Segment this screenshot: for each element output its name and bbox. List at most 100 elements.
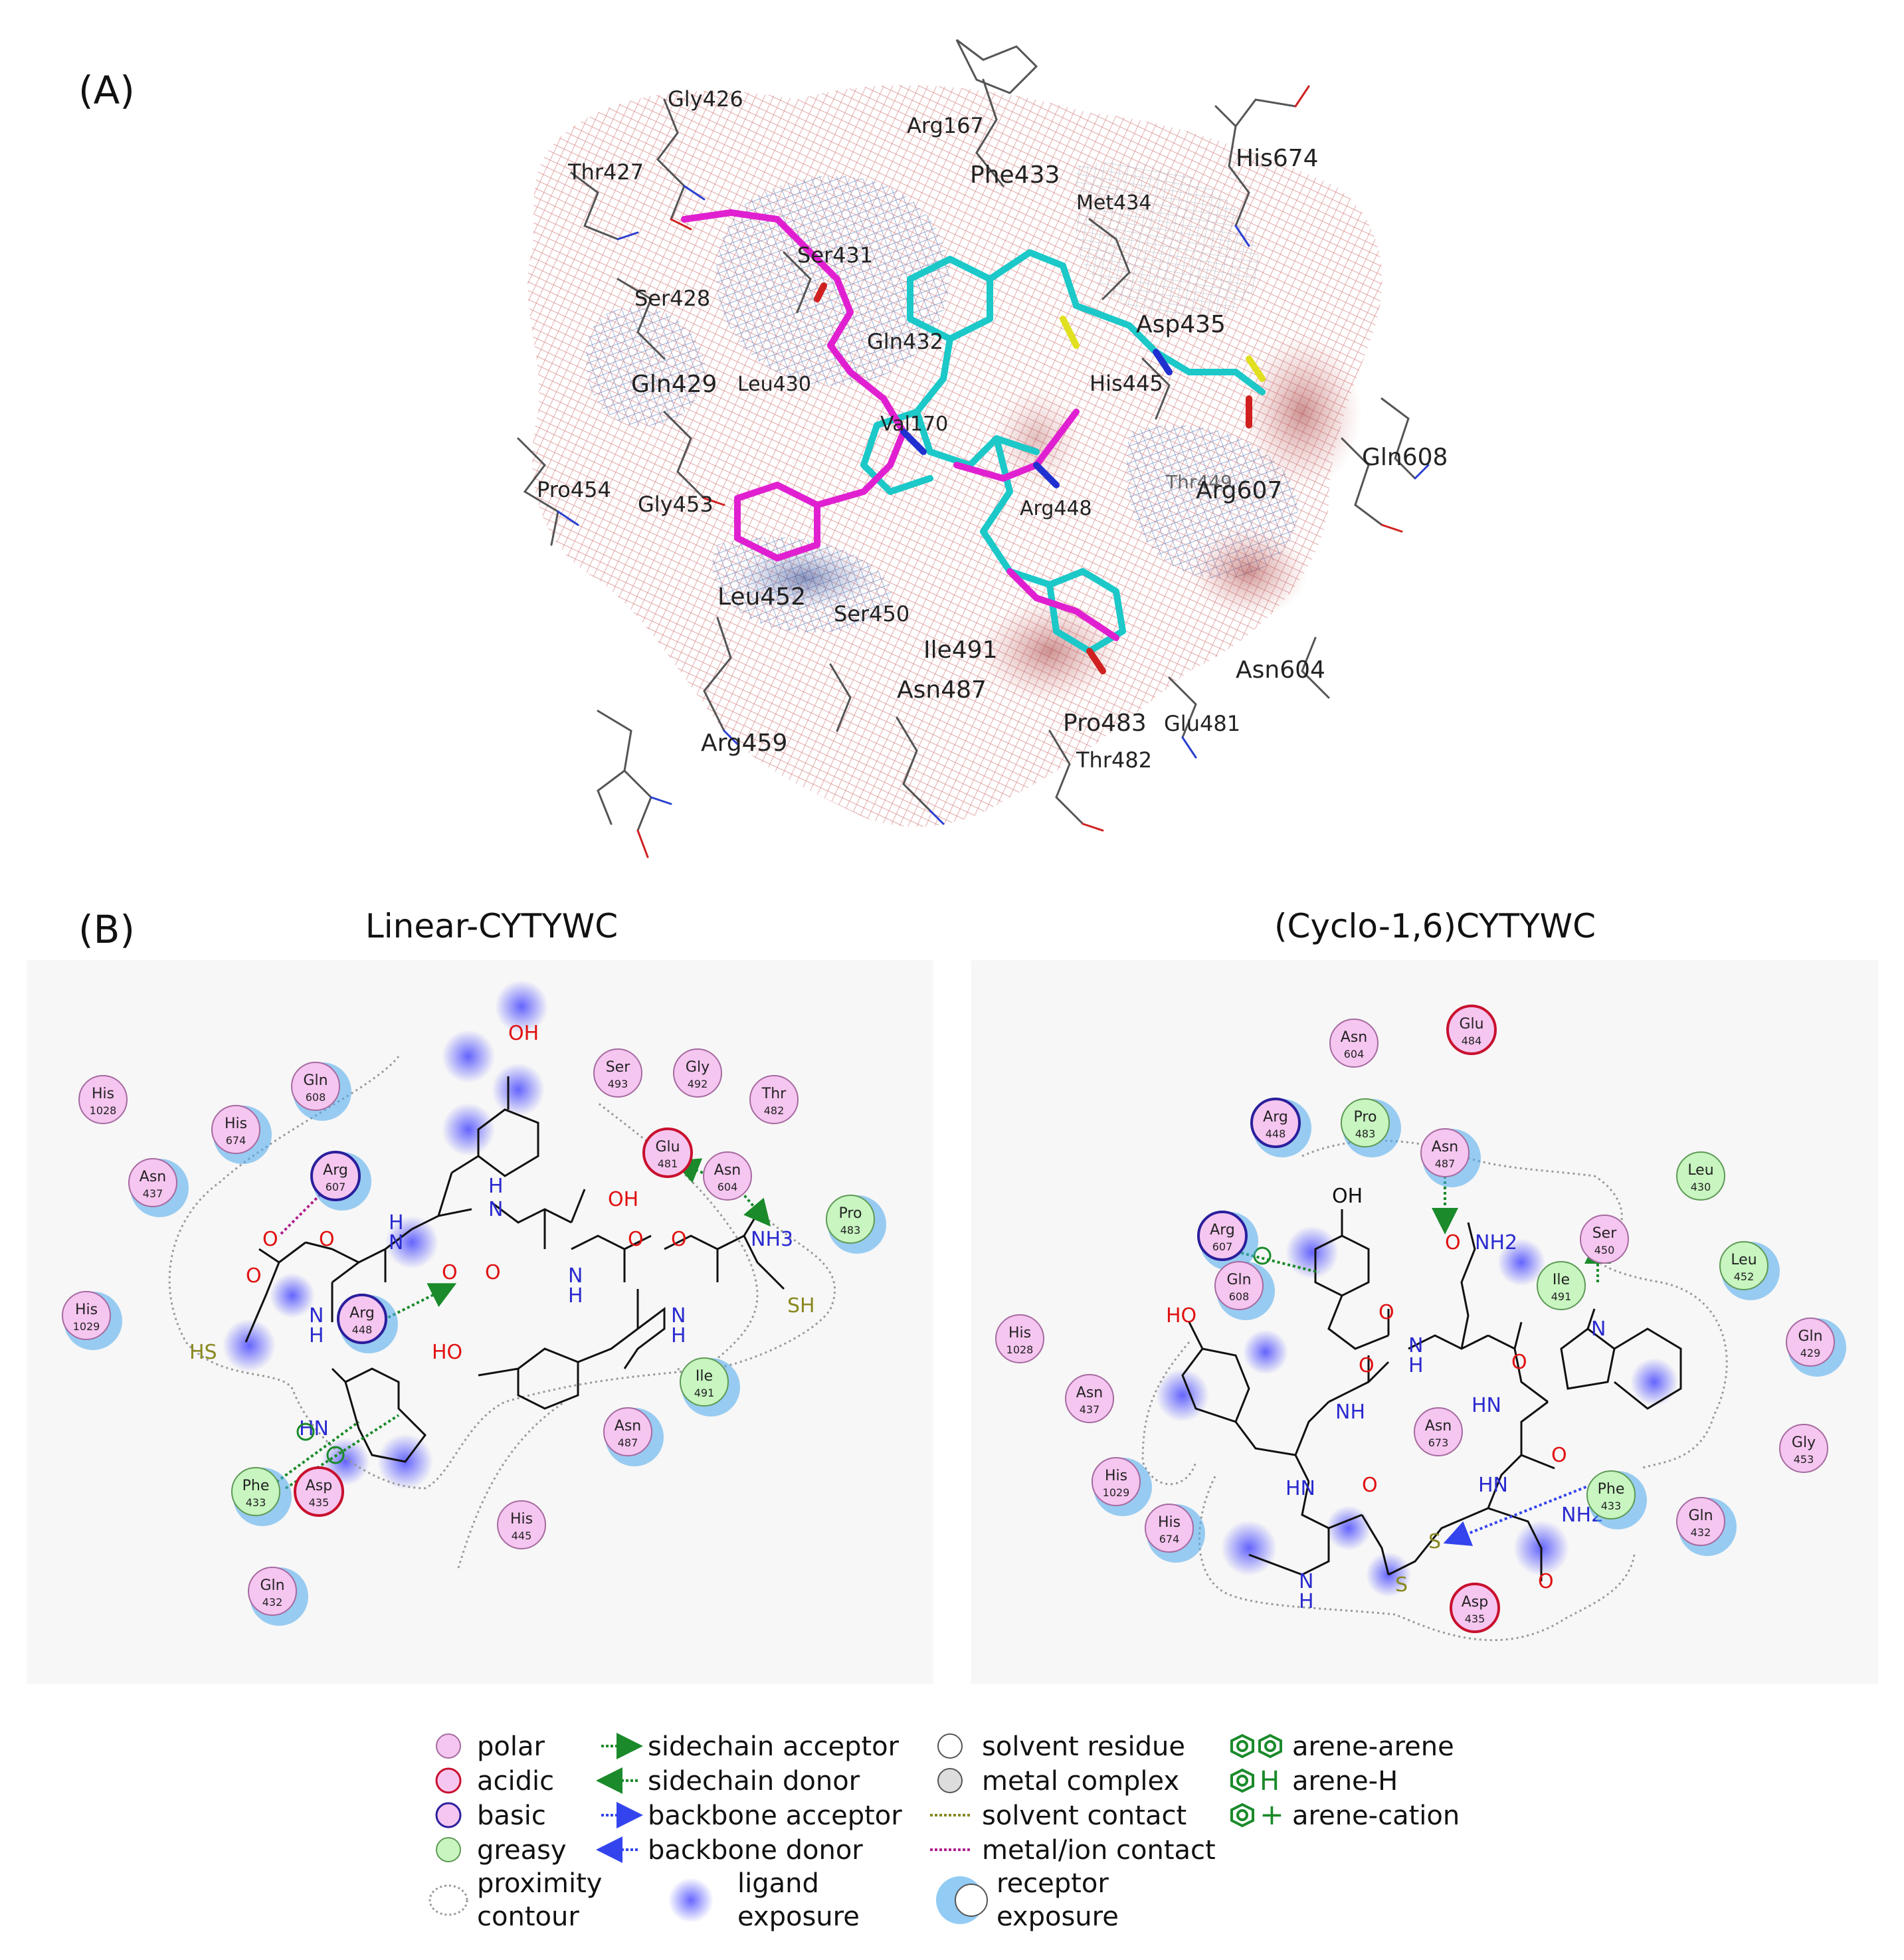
nh-label: H — [568, 1284, 583, 1308]
residue-name: Ile — [1553, 1272, 1570, 1288]
receptor-exposure-halo — [64, 1292, 122, 1350]
residue-circle — [337, 1294, 387, 1344]
residue-circle — [603, 1407, 652, 1456]
residue-circle — [1446, 1005, 1497, 1055]
right-ligand-exposure — [1156, 1226, 1678, 1597]
thiol-label: HS — [189, 1341, 217, 1364]
receptor-exposure-halo — [605, 1408, 664, 1466]
residue-circle — [128, 1158, 177, 1207]
residue-number: 445 — [512, 1529, 532, 1542]
nh-label: N — [389, 1231, 403, 1254]
residue-circle — [673, 1048, 722, 1098]
residue-name: Gln — [303, 1072, 328, 1089]
residue-circle — [593, 1048, 642, 1098]
hydroxyl-label: OH — [1332, 1185, 1363, 1208]
residue-label: Pro454 — [537, 477, 611, 502]
residue-name: Asp — [306, 1478, 332, 1494]
residue-number: 448 — [352, 1323, 373, 1336]
legend-polar-swatch — [436, 1733, 461, 1759]
residue-name: His — [92, 1086, 114, 1102]
legend-bb-acceptor-label: backbone acceptor — [648, 1801, 902, 1831]
residue-label: Phe433 — [970, 161, 1060, 189]
residue-name: Asn — [1341, 1029, 1367, 1046]
arene-cation-icon — [1253, 1246, 1272, 1265]
right-diagram-title: (Cyclo-1,6)CYTYWC — [1274, 907, 1596, 945]
residue-label: Arg448 — [1020, 497, 1092, 520]
residue-number: 604 — [1344, 1048, 1365, 1060]
amide-label: NH2 — [1561, 1504, 1604, 1527]
amine-label: NH3 — [751, 1228, 793, 1251]
residue-label: Ser431 — [797, 243, 873, 268]
residue-name: Gln — [1226, 1272, 1251, 1288]
nh-label: HN — [1285, 1477, 1315, 1500]
legend-bb-donor-label: backbone donor — [648, 1835, 863, 1866]
legend-greasy-label: greasy — [477, 1835, 567, 1866]
carbonyl-label: O — [485, 1261, 501, 1284]
residue-number: 429 — [1800, 1347, 1821, 1359]
residue-number: 433 — [246, 1496, 266, 1509]
residue-number: 430 — [1691, 1181, 1711, 1193]
legend-acidic-label: acidic — [477, 1766, 554, 1797]
receptor-exposure-halo — [1721, 1242, 1780, 1300]
residue-circle — [826, 1195, 875, 1244]
residue-circle — [1779, 1424, 1828, 1473]
legend-metal-contact-label: metal/ion contact — [982, 1835, 1216, 1866]
residue-circle — [642, 1127, 693, 1178]
residue-circle — [1145, 1504, 1194, 1553]
residue-name: Phe — [1598, 1481, 1625, 1498]
residue-node: Pro483 — [826, 1195, 886, 1254]
receptor-exposure-halo — [1788, 1318, 1846, 1377]
residue-name: Asn — [140, 1169, 166, 1185]
residue-name: His — [1158, 1514, 1181, 1531]
legend-greasy-swatch — [436, 1837, 461, 1862]
residue-node: His 445 — [497, 1500, 546, 1549]
left-ligand-skeleton — [244, 1076, 785, 1463]
residue-label: Val170 — [880, 413, 948, 436]
receptor-exposure-halo — [682, 1358, 740, 1417]
residue-label: Ser428 — [634, 286, 710, 311]
carbonyl-label: O — [442, 1261, 458, 1284]
residue-name: Asn — [714, 1162, 741, 1179]
residue-name: Asn — [1076, 1385, 1103, 1401]
residue-node: Arg607 — [310, 1151, 371, 1211]
legend-contour-label: proximity — [477, 1868, 602, 1899]
receptor-exposure-halo — [1343, 1099, 1401, 1157]
residue-circle — [1580, 1215, 1629, 1264]
residue-label: Gly453 — [638, 492, 714, 517]
residue-name: His — [510, 1511, 533, 1527]
ligand-cyclic — [681, 209, 1119, 641]
nh-label: N — [1299, 1570, 1313, 1593]
residue-circle — [995, 1314, 1044, 1363]
left-proximity-contour — [168, 1056, 836, 1569]
residue-node: Asp435 — [294, 1466, 344, 1517]
residue-node: Asn487 — [603, 1407, 664, 1466]
residue-number: 432 — [262, 1596, 283, 1609]
nh-label: H — [1299, 1590, 1314, 1613]
legend-sc-donor-label: sidechain donor — [648, 1766, 860, 1797]
residue-name: Gln — [1798, 1328, 1822, 1345]
residue-number: 487 — [1435, 1157, 1456, 1170]
legend-metal-complex-swatch — [937, 1768, 963, 1793]
receptor-exposure-halo — [1422, 1129, 1481, 1187]
residue-label: Gln608 — [1362, 444, 1448, 471]
residue-name: Ser — [606, 1059, 631, 1076]
sulfur-label: S — [1428, 1530, 1441, 1553]
residue-circle — [1420, 1128, 1470, 1177]
residue-name: His — [75, 1302, 98, 1318]
residue-number: 450 — [1594, 1244, 1615, 1256]
residue-number: 491 — [1551, 1290, 1572, 1303]
residue-circle — [1676, 1497, 1725, 1546]
residue-number: 483 — [840, 1224, 861, 1236]
residue-node: Ser450 — [1580, 1215, 1629, 1264]
residue-node: Phe433 — [1586, 1470, 1647, 1529]
residue-circle — [231, 1467, 280, 1516]
residue-label: Thr482 — [1076, 747, 1152, 773]
residue-circle — [1450, 1583, 1500, 1633]
carbonyl-label: O — [1511, 1351, 1527, 1374]
residue-number: 1029 — [1103, 1486, 1130, 1499]
right-ligand-skeleton — [1181, 1209, 1682, 1581]
residue-name: His — [1008, 1325, 1031, 1341]
residue-label: His445 — [1090, 371, 1163, 396]
